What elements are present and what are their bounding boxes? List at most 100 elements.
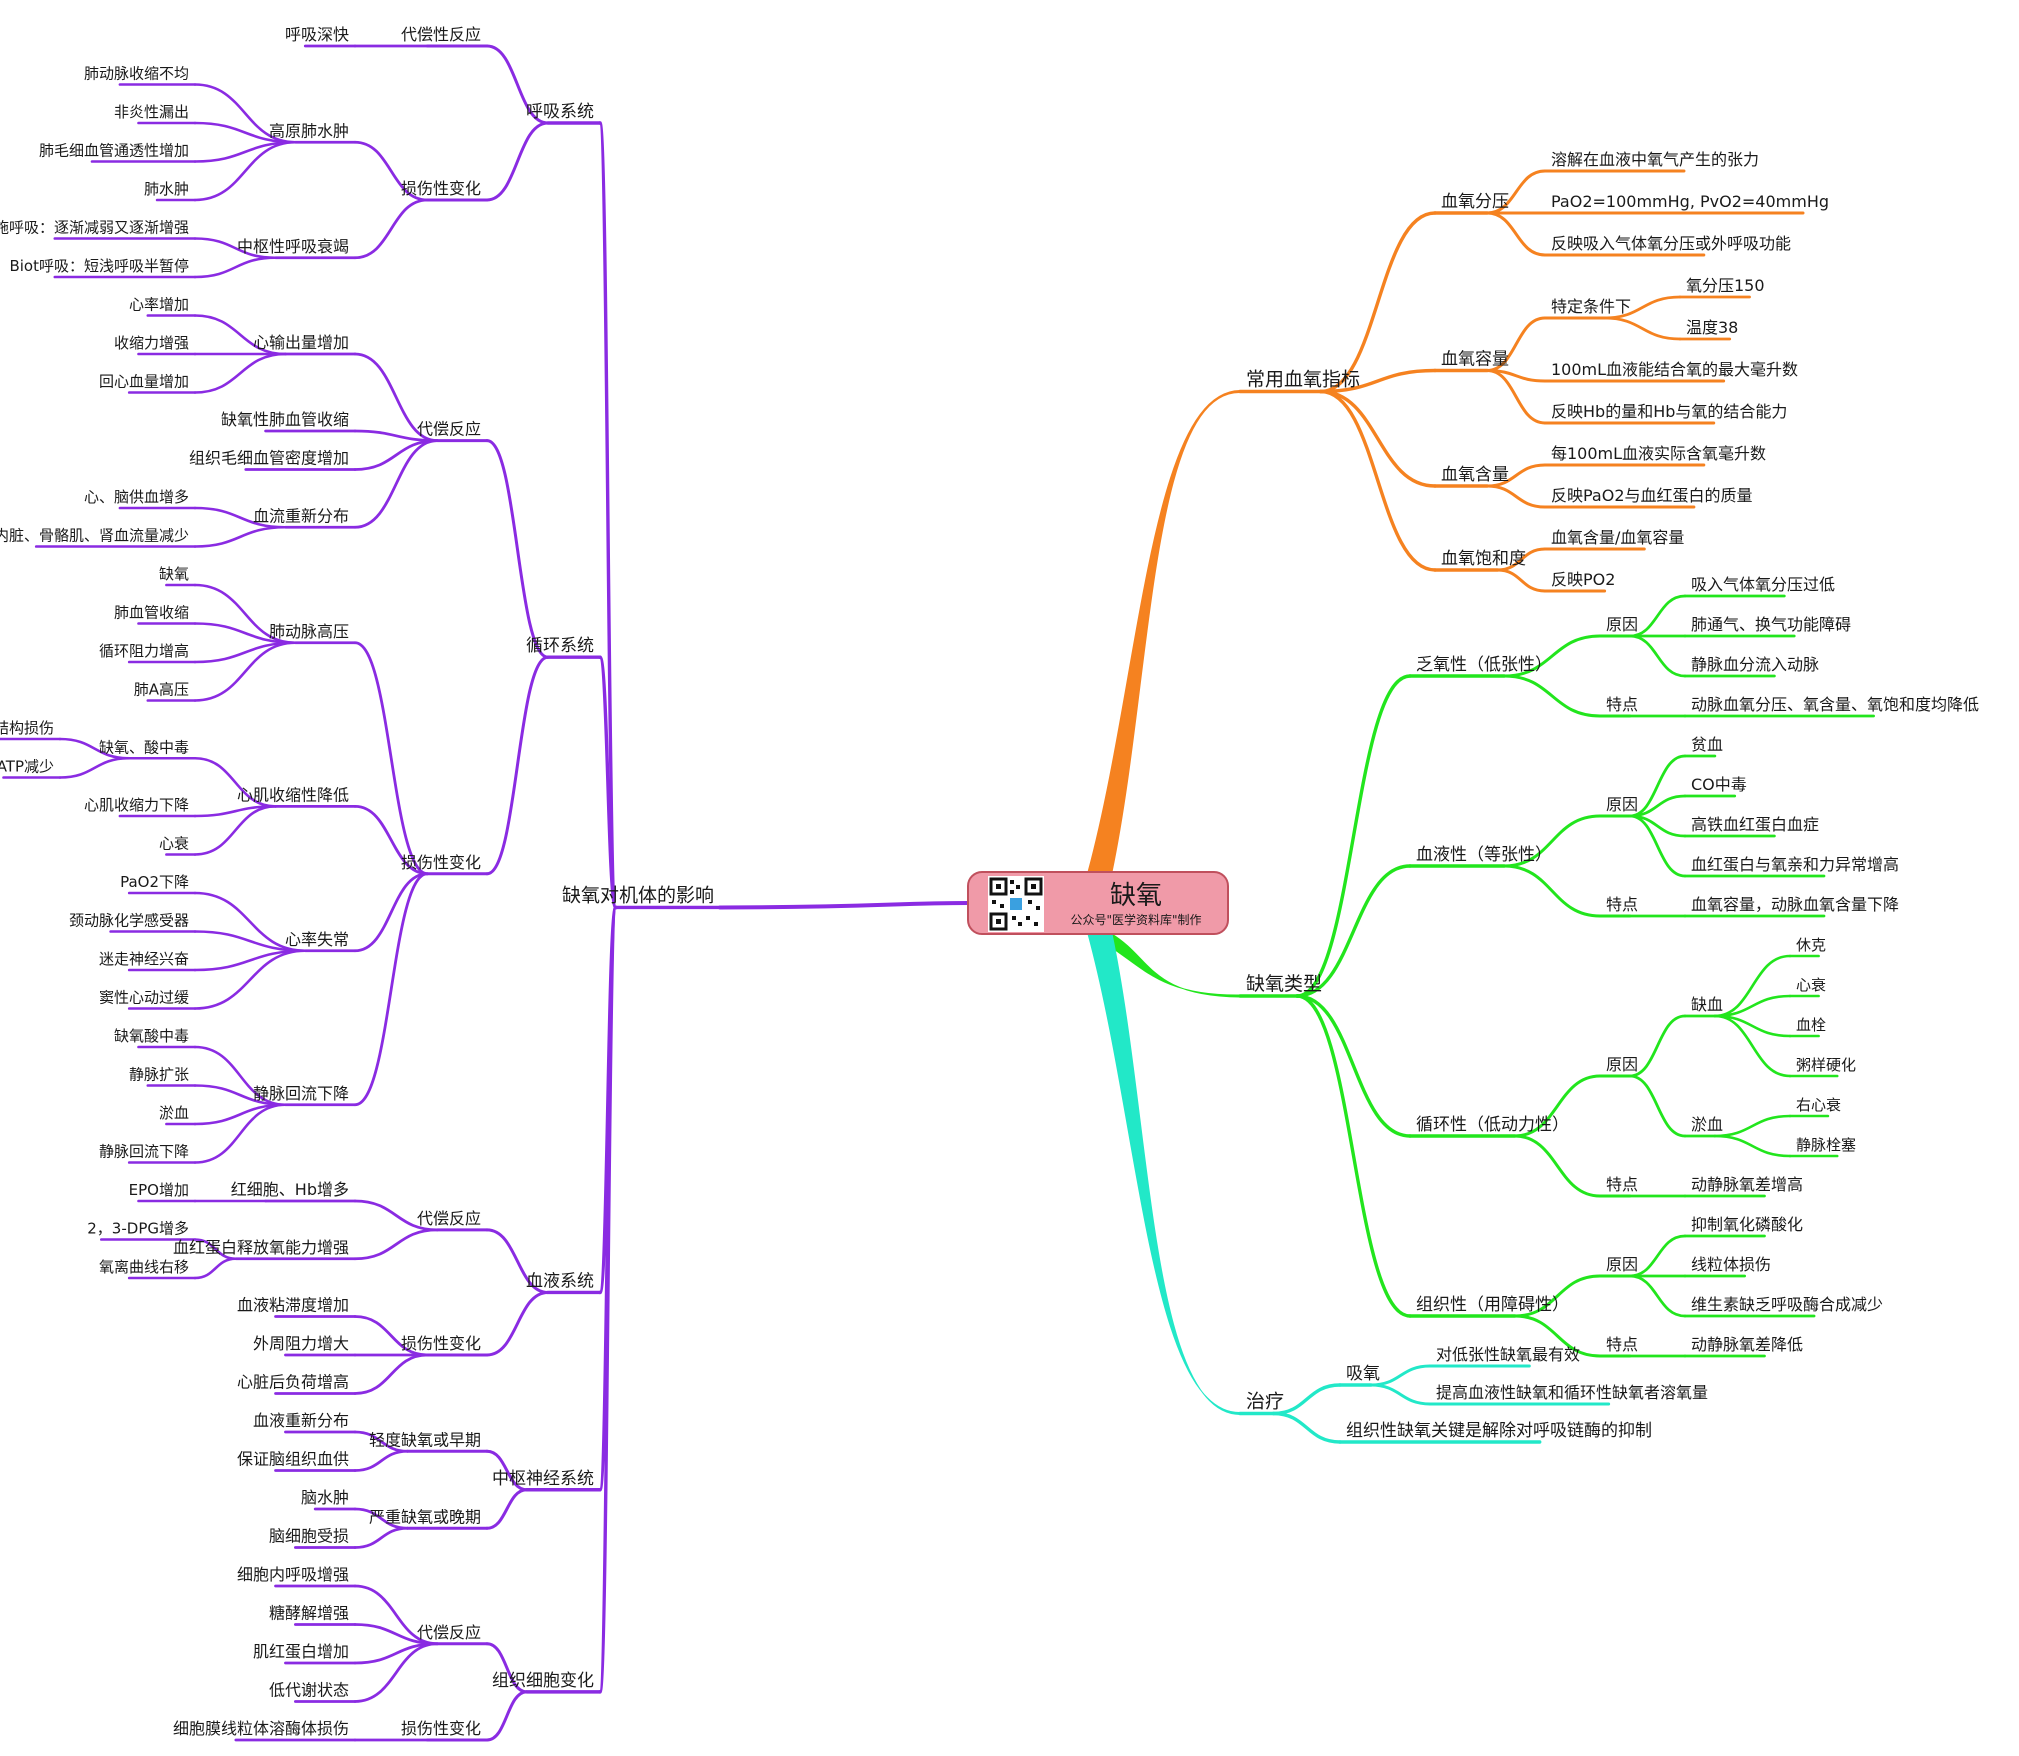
topic-label[interactable]: 窦性心动过缓 [99,989,189,1007]
topic-label[interactable]: 特点 [1606,1335,1638,1354]
topic-label[interactable]: CO中毒 [1691,775,1747,794]
topic-label[interactable]: 缺血 [1691,995,1723,1014]
topic-label[interactable]: 心率增加 [129,296,189,314]
topic-label[interactable]: 血氧分压 [1441,192,1509,212]
topic-label[interactable]: 收缩力增强 [114,334,189,352]
topic-label[interactable]: 代偿反应 [417,420,481,439]
topic-label[interactable]: 回心血量增加 [99,373,189,391]
topic-label[interactable]: 循环性（低动力性） [1416,1115,1569,1135]
topic-label[interactable]: 静脉回流下降 [253,1084,349,1103]
topic-label[interactable]: 原因 [1606,795,1638,814]
topic-label[interactable]: 吸入气体氧分压过低 [1691,575,1835,594]
topic-label[interactable]: 静脉扩张 [129,1066,189,1084]
topic-label[interactable]: 特点 [1606,695,1638,714]
topic-label[interactable]: 肌红蛋白增加 [253,1642,349,1661]
topic-label[interactable]: 血栓 [1796,1016,1826,1034]
topic-label[interactable]: 红细胞、Hb增多 [231,1180,349,1199]
topic-label[interactable]: 高原肺水肿 [269,121,349,140]
topic-label[interactable]: 100mL血液能结合氧的最大毫升数 [1551,360,1798,379]
topic-label[interactable]: 血液系统 [526,1271,594,1291]
topic-label[interactable]: PaO2=100mmHg, PvO2=40mmHg [1551,192,1829,211]
topic-label[interactable]: 贫血 [1691,735,1723,754]
topic-label[interactable]: 皮肤、内脏、骨骼肌、肾血流量减少 [0,527,189,545]
topic-label[interactable]: 氧分压150 [1686,276,1765,295]
topic-label[interactable]: 原因 [1606,1255,1638,1274]
topic-label[interactable]: 血氧含量 [1441,465,1509,485]
topic-label[interactable]: 静脉回流下降 [99,1143,189,1161]
topic-label[interactable]: 损伤性变化 [401,1719,481,1738]
topic-label[interactable]: 维生素缺乏呼吸酶合成减少 [1691,1295,1883,1314]
topic-label[interactable]: 非炎性漏出 [114,103,189,121]
topic-label[interactable]: 心、脑供血增多 [84,488,189,506]
central-topic[interactable]: 缺氧 公众号"医学资料库"制作 [967,871,1229,935]
topic-label[interactable]: 动脉血氧分压、氧含量、氧饱和度均降低 [1691,695,1979,714]
topic-label[interactable]: 氧离曲线右移 [99,1258,189,1276]
topic-label[interactable]: 淤血 [1691,1115,1723,1134]
topic-label[interactable]: 损伤性变化 [401,853,481,872]
topic-label[interactable]: 组织细胞变化 [492,1671,594,1691]
topic-label[interactable]: 代偿反应 [417,1623,481,1642]
main-branch-label[interactable]: 缺氧对机体的影响 [562,884,714,906]
topic-label[interactable]: 肺A高压 [134,681,189,699]
topic-label[interactable]: 缺氧酸中毒 [114,1027,189,1045]
topic-label[interactable]: 血氧含量/血氧容量 [1551,528,1684,547]
topic-label[interactable]: 呼吸系统 [526,102,594,122]
main-branch-label[interactable]: 治疗 [1246,1391,1284,1413]
topic-label[interactable]: 对低张性缺氧最有效 [1436,1345,1580,1364]
topic-label[interactable]: 缺氧 [159,565,189,583]
topic-label[interactable]: 损伤性变化 [401,179,481,198]
topic-label[interactable]: 特点 [1606,1175,1638,1194]
topic-label[interactable]: 休克 [1796,936,1826,954]
topic-label[interactable]: 心肌结构损伤 [0,719,54,737]
topic-label[interactable]: 中枢神经系统 [492,1469,594,1489]
topic-label[interactable]: 肺水肿 [144,180,189,198]
topic-label[interactable]: 动静脉氧差增高 [1691,1175,1803,1194]
topic-label[interactable]: 乏氧性（低张性） [1416,655,1552,675]
topic-label[interactable]: 反映PaO2与血红蛋白的质量 [1551,486,1753,505]
topic-label[interactable]: 组织性（用障碍性） [1416,1295,1569,1315]
topic-label[interactable]: 吸氧 [1346,1364,1380,1384]
topic-label[interactable]: 陈施呼吸：逐渐减弱又逐渐增强 [0,219,189,237]
topic-label[interactable]: 组织性缺氧关键是解除对呼吸链酶的抑制 [1346,1421,1652,1441]
topic-label[interactable]: 损伤性变化 [401,1334,481,1353]
topic-label[interactable]: 循环系统 [526,636,594,656]
topic-label[interactable]: 外周阻力增大 [253,1334,349,1353]
topic-label[interactable]: 代偿性反应 [401,25,481,44]
topic-label[interactable]: 溶解在血液中氧气产生的张力 [1551,150,1759,169]
topic-label[interactable]: 糖酵解增强 [269,1604,349,1623]
topic-label[interactable]: 中枢性呼吸衰竭 [237,237,349,256]
topic-label[interactable]: 肺通气、换气功能障碍 [1691,615,1851,634]
topic-label[interactable]: 血液重新分布 [253,1411,349,1430]
topic-label[interactable]: 保证脑组织血供 [237,1450,349,1469]
topic-label[interactable]: 温度38 [1686,318,1738,337]
topic-label[interactable]: 肺毛细血管通透性增加 [39,142,189,160]
topic-label[interactable]: 高铁血红蛋白血症 [1691,815,1819,834]
topic-label[interactable]: 血液性（等张性） [1416,845,1552,865]
topic-label[interactable]: 肺动脉高压 [269,622,349,641]
topic-label[interactable]: 反映吸入气体氧分压或外呼吸功能 [1551,234,1791,253]
topic-label[interactable]: 迷走神经兴奋 [99,950,189,968]
topic-label[interactable]: 每100mL血液实际含氧毫升数 [1551,444,1766,463]
topic-label[interactable]: 轻度缺氧或早期 [369,1430,481,1449]
topic-label[interactable]: 抑制氧化磷酸化 [1691,1215,1803,1234]
topic-label[interactable]: 心衰 [159,835,189,853]
topic-label[interactable]: 反映Hb的量和Hb与氧的结合能力 [1551,402,1787,421]
topic-label[interactable]: Biot呼吸：短浅呼吸半暂停 [9,257,189,275]
topic-label[interactable]: 细胞膜线粒体溶酶体损伤 [173,1719,349,1738]
topic-label[interactable]: 淤血 [159,1104,189,1122]
topic-label[interactable]: 特点 [1606,895,1638,914]
topic-label[interactable]: 严重缺氧或晚期 [369,1507,481,1526]
topic-label[interactable]: 组织毛细血管密度增加 [189,449,349,468]
topic-label[interactable]: 细胞内呼吸增强 [237,1565,349,1584]
topic-label[interactable]: 血流重新分布 [253,506,349,525]
topic-label[interactable]: 血红蛋白释放氧能力增强 [173,1238,349,1257]
topic-label[interactable]: EPO增加 [129,1181,189,1199]
topic-label[interactable]: 提高血液性缺氧和循环性缺氧者溶氧量 [1436,1383,1708,1402]
topic-label[interactable]: 血红蛋白与氧亲和力异常增高 [1691,855,1899,874]
topic-label[interactable]: 静脉栓塞 [1796,1136,1856,1154]
topic-label[interactable]: 脑细胞受损 [269,1527,349,1546]
topic-label[interactable]: 心脏后负荷增高 [237,1373,349,1392]
topic-label[interactable]: 肺动脉收缩不均 [84,65,189,83]
topic-label[interactable]: 粥样硬化 [1796,1056,1856,1074]
topic-label[interactable]: 心率失常 [285,930,349,949]
